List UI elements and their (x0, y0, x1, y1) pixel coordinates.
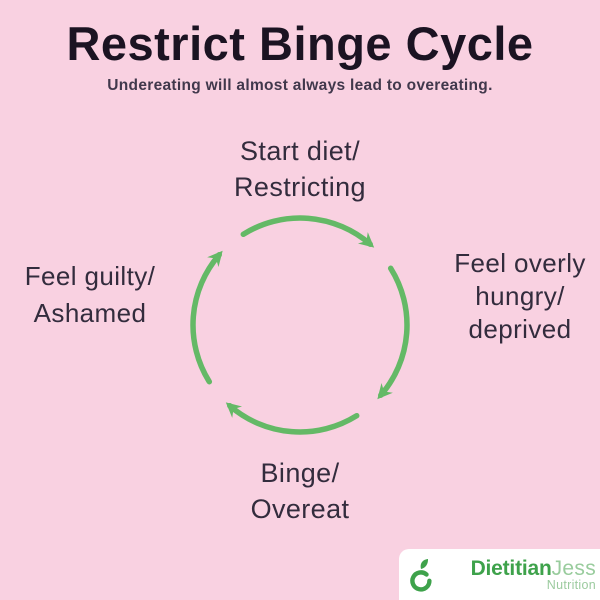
apple-leaf-icon (410, 558, 432, 592)
cycle-step-feel-hungry: Feel overly hungry/ deprived (454, 248, 586, 344)
cycle-step-start-diet: Start diet/ Restricting (234, 136, 366, 202)
cycle-arc-left (190, 250, 223, 385)
cycle-arc-top (240, 215, 375, 248)
logo-brand-dietitian: Dietitian (470, 557, 552, 580)
page-subtitle: Undereating will almost always lead to o… (107, 77, 493, 94)
logo-brand-jess: Jess (551, 557, 596, 580)
logo-subtext-nutrition: Nutrition (546, 578, 596, 592)
cycle-step-binge: Binge/ Overeat (250, 458, 350, 524)
cycle-arc-bottom (225, 402, 360, 435)
cycle-arc-right (377, 265, 410, 400)
page-title: Restrict Binge Cycle (66, 17, 534, 70)
cycle-step-feel-guilty: Feel guilty/ Ashamed (24, 261, 156, 328)
